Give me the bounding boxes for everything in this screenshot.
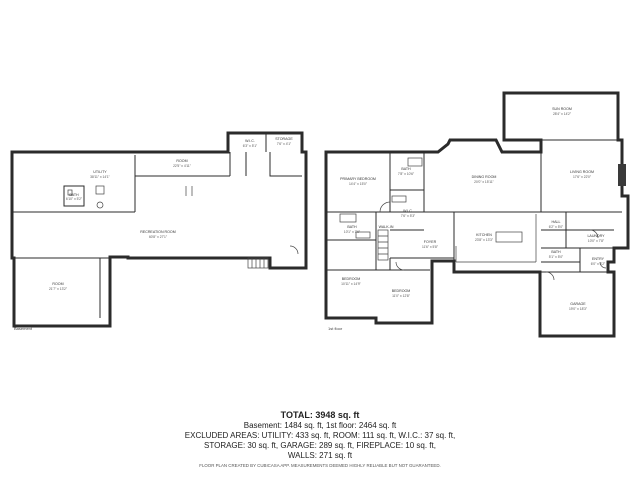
room-label-wic: W.I.C.	[403, 209, 413, 213]
primary-bath-tub	[407, 157, 423, 167]
room-dims-basement-room-b: 21'7" x 13'2"	[49, 287, 68, 291]
excluded-areas-1: EXCLUDED AREAS: UTILITY: 433 sq. ft, ROO…	[184, 431, 456, 440]
basement-room-walls	[14, 257, 110, 318]
room-label-basement-bath: BATH	[69, 193, 79, 197]
room-label-laundry: LAUNDRY	[587, 234, 605, 238]
room-label-kitchen: KITCHEN	[476, 233, 492, 237]
hall-bath-vanity	[355, 231, 371, 239]
basement-bath-walls	[63, 185, 85, 207]
room-dims-bath-a: 7'8" x 10'6"	[398, 172, 415, 176]
room-dims-sun-room: 28'4" x 14'2"	[553, 112, 572, 116]
door-entry	[599, 261, 607, 269]
first-floor-interior-walls	[326, 139, 622, 273]
room-dims-basement-room-a: 22'5" x 4'11"	[173, 164, 192, 168]
room-label-basement-room-a: ROOM	[176, 159, 187, 163]
room-dims-entry: 6'0" x 4'2"	[591, 262, 606, 266]
room-label-sun-room: SUN ROOM	[552, 107, 572, 111]
room-label-basement-wic: W.I.C.	[245, 139, 255, 143]
room-dims-wic: 7'6" x 5'3"	[401, 214, 416, 218]
room-dims-primary-bedroom: 14'4" x 15'0"	[349, 182, 368, 186]
total-area: TOTAL: 3948 sq. ft	[280, 410, 360, 420]
excluded-areas-3: WALLS: 271 sq. ft	[287, 451, 353, 460]
room-label-living: LIVING ROOM	[570, 170, 594, 174]
room-label-walk-in: WALK-IN	[379, 225, 394, 229]
basement-door-1	[289, 245, 299, 255]
basement-toilet	[67, 189, 73, 196]
room-dims-utility: 38'11" x 14'1"	[90, 175, 110, 179]
floor-label-basement: Basement	[14, 326, 33, 331]
room-label-bath-b: BATH	[347, 225, 357, 229]
room-label-entry: ENTRY	[592, 257, 605, 261]
room-dims-basement-wic: 6'3" x 5'1"	[243, 144, 258, 148]
fireplace	[618, 164, 626, 186]
room-dims-bath-b: 10'1" x 7'6"	[344, 230, 361, 234]
room-label-recreation: RECREATION ROOM	[140, 230, 175, 234]
kitchen-island	[495, 231, 523, 243]
room-label-bath-a: BATH	[401, 167, 411, 171]
first-floor-outer-wall	[324, 91, 630, 338]
basement-closet-walls	[245, 133, 302, 177]
basement-utility-wall	[12, 152, 231, 213]
excluded-areas-2: STORAGE: 30 sq. ft, GARAGE: 289 sq. ft, …	[204, 441, 436, 450]
basement-stairs	[247, 257, 269, 269]
basement-water-heater	[96, 201, 104, 209]
room-dims-recreation: 60'8" x 27'1"	[149, 235, 168, 239]
basement-outer-wall	[10, 131, 308, 328]
room-dims-bedroom-b: 11'0" x 12'8"	[392, 294, 411, 298]
basement-plan: UTILITY 38'11" x 14'1" BATH 6'10" x 5'2"…	[10, 131, 308, 331]
basement-door-2	[185, 186, 193, 196]
room-label-basement-room-b: ROOM	[52, 282, 63, 286]
kitchen-counters	[455, 214, 537, 263]
door-primary-bedroom	[379, 201, 391, 213]
room-dims-garage: 19'0" x 18'3"	[569, 307, 588, 311]
room-dims-dining: 20'0" x 15'11"	[474, 180, 494, 184]
room-dims-storage: 7'6" x 4'1"	[277, 142, 292, 146]
floor-areas: Basement: 1484 sq. ft, 1st floor: 2464 s…	[243, 421, 397, 430]
room-label-utility: UTILITY	[93, 170, 107, 174]
room-dims-bedroom-a: 10'11" x 14'9"	[341, 282, 361, 286]
room-dims-basement-bath: 6'10" x 5'2"	[66, 197, 83, 201]
room-label-dining: DINING ROOM	[472, 175, 497, 179]
room-dims-hall: 6'2" x 5'0"	[549, 225, 564, 229]
hall-bath-tub	[339, 213, 357, 223]
room-label-foyer: FOYER	[424, 240, 437, 244]
basement-furnace	[95, 185, 105, 195]
room-dims-foyer: 11'6" x 5'8"	[422, 245, 439, 249]
room-label-storage: STORAGE	[275, 137, 293, 141]
room-dims-kitchen: 23'8" x 13'3"	[475, 238, 494, 242]
room-label-bath-c: BATH	[551, 250, 561, 254]
door-garage	[545, 271, 555, 281]
first-floor-plan: PRIMARY BEDROOM 14'4" x 15'0" BATH 7'8" …	[324, 91, 630, 338]
room-label-hall: HALL	[552, 220, 561, 224]
room-dims-living: 17'6" x 22'0"	[573, 175, 592, 179]
room-dims-bath-c: 5'1" x 5'0"	[549, 255, 564, 259]
room-label-bedroom-b: BEDROOM	[392, 289, 411, 293]
door-laundry	[589, 229, 599, 239]
floor-label-first: 1st floor	[328, 326, 343, 331]
first-floor-stairs	[377, 229, 389, 261]
room-dims-laundry: 10'0" x 7'8"	[588, 239, 605, 243]
primary-bath-vanity	[391, 195, 407, 203]
room-label-primary-bedroom: PRIMARY BEDROOM	[340, 177, 376, 181]
disclaimer: FLOOR PLAN CREATED BY CUBICASA APP. MEAS…	[199, 463, 441, 468]
door-bedroom-b	[395, 261, 405, 271]
room-label-bedroom-a: BEDROOM	[342, 277, 361, 281]
room-label-garage: GARAGE	[570, 302, 586, 306]
